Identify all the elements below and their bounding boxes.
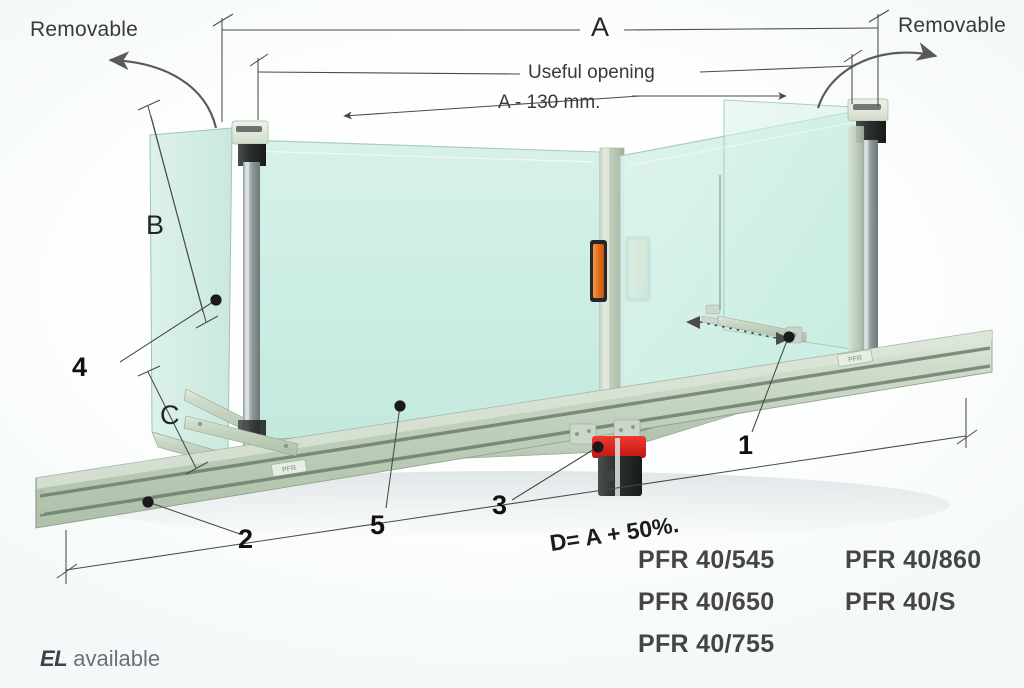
callout-label-3: 3 xyxy=(492,490,508,520)
callout-dot-4 xyxy=(210,294,222,306)
left-end-bracket xyxy=(183,415,299,457)
dimension-D xyxy=(56,398,978,584)
label-useful-opening-value: A - 130 mm. xyxy=(498,92,601,113)
product-code-pfr40-650: PFR 40/650 xyxy=(638,588,775,616)
motion-direction-arrows xyxy=(686,316,790,345)
right-post-assembly xyxy=(847,98,889,356)
callout-dot-3 xyxy=(592,441,604,453)
callout-dot-5 xyxy=(394,400,406,412)
dimension-lines xyxy=(56,9,978,584)
product-code-pfr40-860: PFR 40/860 xyxy=(845,546,982,574)
assembly-photo: PFR PFR xyxy=(35,98,993,539)
callout-dot-2 xyxy=(142,496,154,508)
dimension-label-C: C xyxy=(160,400,180,430)
dimension-label-A: A xyxy=(591,12,610,42)
right-glass-leaf xyxy=(619,99,873,431)
removable-arc-right xyxy=(816,42,938,109)
product-code-pfr40-755: PFR 40/755 xyxy=(638,630,775,658)
removable-arc-left xyxy=(108,51,218,129)
dimension-A xyxy=(212,9,890,122)
label-removable-right: Removable xyxy=(898,14,1007,37)
callout-label-1: 1 xyxy=(738,430,754,460)
product-code-pfr40-s: PFR 40/S xyxy=(845,588,956,616)
callout-dot-1 xyxy=(783,331,795,343)
label-removable-left: Removable xyxy=(30,18,139,41)
left-post-assembly xyxy=(231,120,269,452)
svg-text:PFR: PFR xyxy=(282,465,297,474)
dimension-useful-opening xyxy=(249,49,863,120)
product-code-pfr40-545: PFR 40/545 xyxy=(638,546,775,574)
callout-leaders xyxy=(119,299,789,535)
el-available-text: available xyxy=(73,646,161,671)
label-useful-opening: Useful opening xyxy=(528,62,655,83)
useful-opening-arrows xyxy=(343,92,787,120)
svg-text:PFR: PFR xyxy=(848,355,863,364)
callout-label-2: 2 xyxy=(238,524,254,554)
el-logo-mark: EL xyxy=(40,646,68,671)
dimension-label-B: B xyxy=(146,210,165,240)
callout-label-4: 4 xyxy=(72,352,88,382)
callout-dots xyxy=(142,294,795,508)
dimension-C xyxy=(137,365,209,475)
callout-label-5: 5 xyxy=(370,510,386,540)
footer-el-available: EL available xyxy=(40,646,160,672)
centre-bottom-brackets xyxy=(569,419,641,445)
dimension-B xyxy=(137,99,219,329)
